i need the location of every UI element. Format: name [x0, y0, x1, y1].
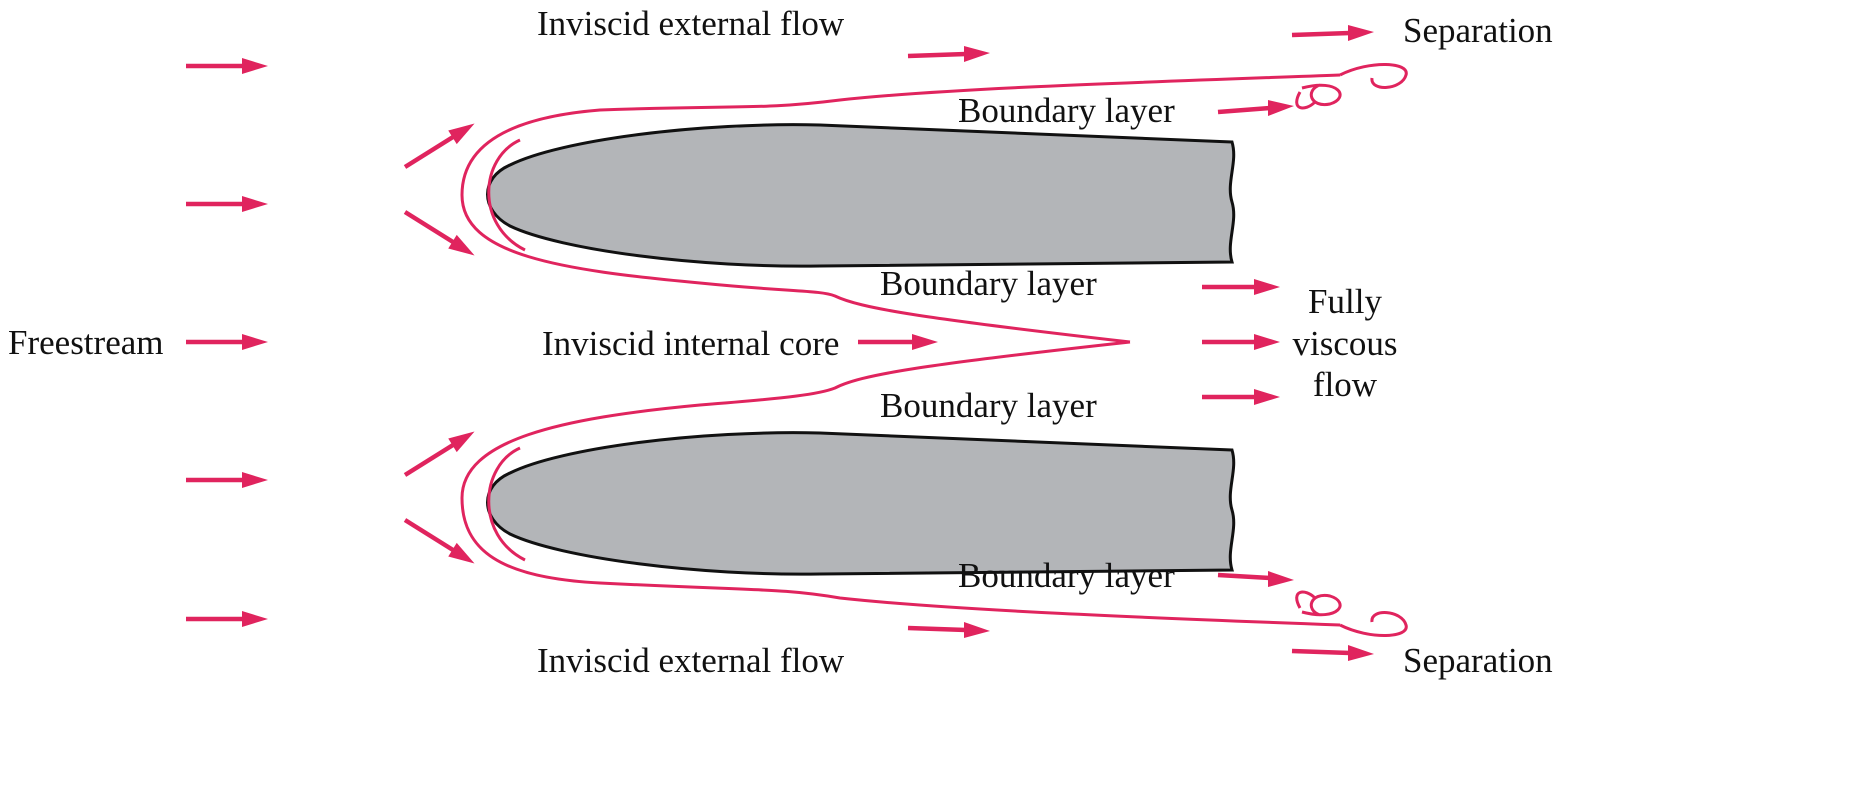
label-fully-viscous-line1: Fully — [1308, 282, 1382, 321]
label-fully-viscous-line2: viscous — [1293, 324, 1398, 363]
external-flow-arrows — [907, 25, 1374, 661]
label-inviscid-external-bottom: Inviscid external flow — [537, 641, 845, 680]
flow-arrow — [1217, 100, 1294, 116]
nose-offset-lower — [487, 446, 526, 562]
flow-arrow — [1202, 279, 1280, 295]
freestream-arrows — [186, 58, 268, 627]
label-inviscid-internal-core: Inviscid internal core — [542, 324, 839, 363]
flow-arrow — [186, 334, 268, 350]
flow-arrow — [1202, 389, 1280, 405]
separation-vortices-bottom — [1295, 590, 1408, 637]
flow-arrow — [186, 472, 268, 488]
flow-arrow — [858, 334, 938, 350]
core-and-viscous-arrows — [858, 279, 1280, 405]
flow-arrow — [1291, 25, 1374, 41]
flow-arrow — [186, 196, 268, 212]
flow-arrow — [907, 46, 990, 62]
boundary-layer-arrows — [1217, 100, 1294, 587]
label-separation-bottom: Separation — [1403, 641, 1553, 680]
label-freestream: Freestream — [8, 323, 163, 362]
nose-offset-upper — [487, 138, 526, 252]
boundary-layer-edge-upper — [460, 73, 1341, 344]
label-boundary-layer-top-outer: Boundary layer — [958, 91, 1175, 130]
flow-arrow — [403, 123, 475, 169]
label-boundary-layer-bottom-inner: Boundary layer — [880, 386, 1097, 425]
boundary-layer-edge-lower — [460, 340, 1341, 627]
separation-vortices-top — [1295, 63, 1408, 110]
flow-arrow — [1202, 334, 1280, 350]
label-boundary-layer-top-inner: Boundary layer — [880, 264, 1097, 303]
deflected-arrows — [403, 123, 475, 564]
label-separation-top: Separation — [1403, 11, 1553, 50]
flow-arrow — [186, 58, 268, 74]
flow-arrow — [1291, 645, 1374, 661]
label-inviscid-external-top: Inviscid external flow — [537, 4, 845, 43]
flow-arrow — [907, 622, 990, 638]
lower-body — [486, 431, 1236, 576]
flow-arrow — [403, 518, 475, 564]
flow-arrow — [186, 611, 268, 627]
upper-body — [486, 123, 1236, 268]
label-boundary-layer-bottom-outer: Boundary layer — [958, 556, 1175, 595]
flow-arrow — [403, 210, 475, 256]
label-fully-viscous-line3: flow — [1313, 365, 1378, 404]
flow-arrow — [403, 431, 475, 477]
flow-arrow — [1217, 571, 1294, 587]
